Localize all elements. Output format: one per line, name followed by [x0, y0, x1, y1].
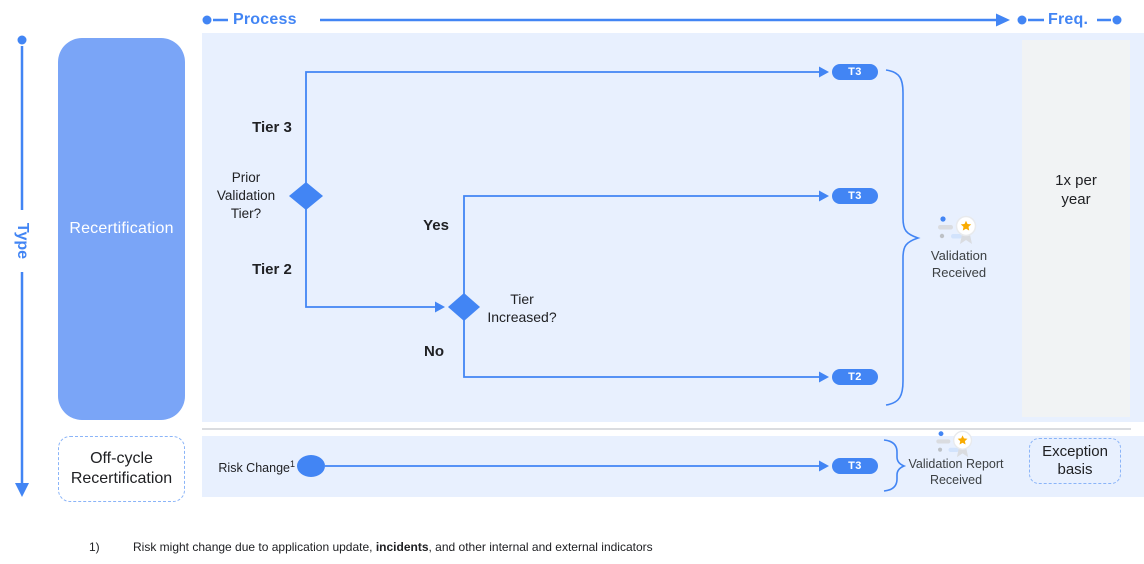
row-divider-line [202, 428, 1131, 430]
pill-t3-middle: T3 [832, 188, 878, 204]
recertification-box: Recertification [58, 38, 185, 420]
freq-axis-left-dot [1017, 15, 1027, 25]
offcycle-box-label: Off-cycle Recertification [70, 450, 173, 487]
icon-gray-dot [938, 447, 943, 452]
icon-blue-dot [938, 431, 944, 437]
risk-change-text: Risk Change [218, 461, 290, 476]
freq-annual-label: 1x per year [1055, 172, 1097, 208]
footnote-text-post: , and other internal and external indica… [428, 540, 653, 554]
process-axis-label: Process [233, 11, 297, 28]
tier3-branch-label: Tier 3 [252, 119, 292, 136]
footnote-text: Risk might change due to application upd… [133, 539, 653, 556]
no-branch-label: No [424, 343, 444, 360]
validation-received-label: Validation Received [930, 248, 988, 280]
icon-blue-bar [948, 447, 959, 452]
footnote-text-pre: Risk might change due to application upd… [133, 540, 376, 554]
process-axis-start-dot [202, 15, 212, 25]
footnote-text-bold: incidents [375, 540, 429, 554]
tier2-branch-label: Tier 2 [252, 261, 292, 278]
yes-branch-label: Yes [423, 217, 449, 234]
footnote-number: 1) [89, 540, 100, 554]
freq-annual-cell [1022, 40, 1130, 417]
exception-basis-box: Exception basis [1029, 438, 1121, 484]
icon-gray-dot [939, 233, 945, 239]
tier-increased-question: Tier Increased? [487, 291, 557, 326]
icon-blue-bar [951, 234, 962, 239]
icon-blue-dot [940, 216, 946, 222]
pill-t2-bottom: T2 [832, 369, 878, 385]
icon-gray-bar [936, 439, 951, 444]
freq-axis-right-dot [1112, 15, 1122, 25]
icon-star [957, 435, 968, 445]
exception-basis-label: Exception basis [1042, 443, 1108, 478]
risk-change-label: Risk Change1 [195, 459, 295, 475]
prior-validation-question: Prior Validation Tier? [216, 170, 276, 221]
process-panel-recertification [202, 33, 1013, 422]
process-axis-arrowhead [996, 13, 1010, 27]
certificate-badge-icon-offcycle [936, 430, 973, 458]
freq-axis-label: Freq. [1048, 11, 1089, 28]
type-axis-start-dot [17, 35, 27, 45]
pill-t3-top: T3 [832, 64, 878, 80]
validation-report-received-label: Validation Report Received [908, 457, 1004, 487]
icon-gray-bar [938, 225, 953, 230]
pill-t3-offcycle: T3 [832, 458, 878, 474]
icon-star [960, 220, 972, 231]
offcycle-recertification-box: Off-cycle Recertification [58, 436, 185, 502]
risk-change-footnote-ref: 1 [289, 459, 295, 469]
type-axis-line [15, 35, 29, 497]
process-panel-offcycle [202, 436, 1013, 497]
recertification-box-label: Recertification [69, 220, 174, 237]
type-axis-label: Type [14, 222, 31, 260]
type-axis-arrowhead [15, 483, 29, 497]
process-axis-line [202, 13, 1010, 27]
certificate-badge-icon [938, 215, 977, 244]
